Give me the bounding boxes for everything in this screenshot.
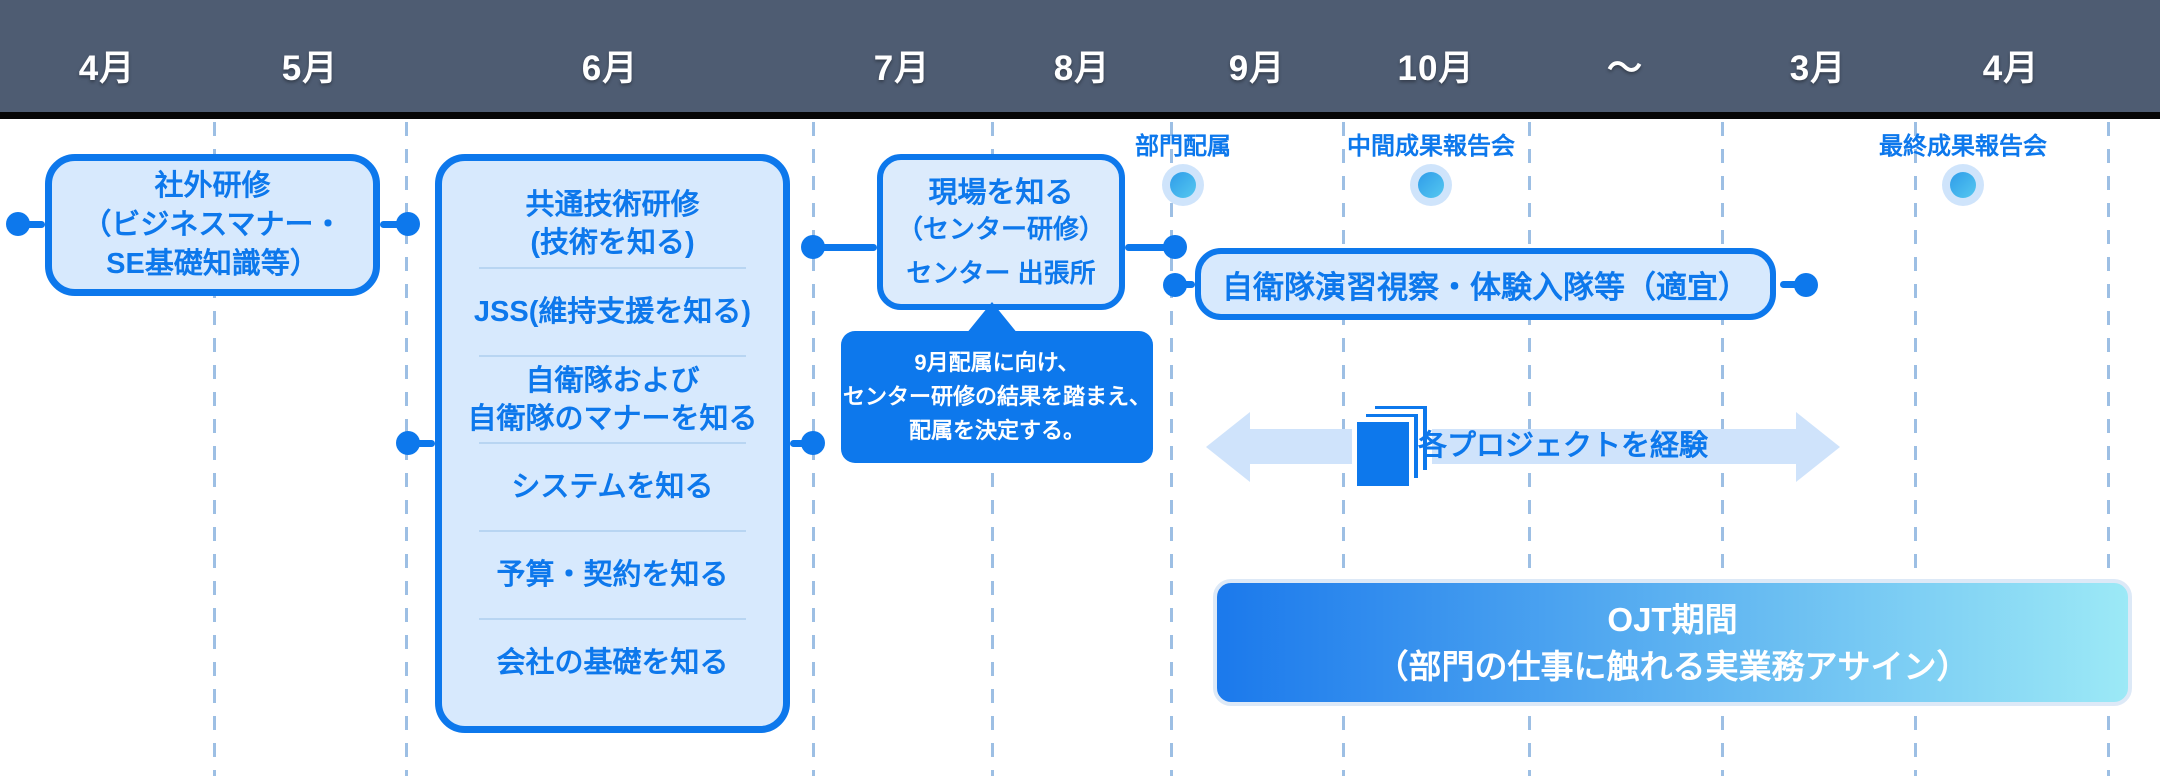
connector-dot — [801, 235, 825, 259]
june-item-company-basics: 会社の基礎を知る — [496, 647, 729, 680]
month-gridline — [1170, 122, 1173, 776]
timeline-header: 4月 5月 6月 7月 8月 9月 10月 ～ 3月 4月 — [0, 0, 2160, 112]
external-training-line: （ビジネスマナー・ — [82, 208, 343, 241]
ojt-period-box: OJT期間 （部門の仕事に触れる実業務アサイン） — [1213, 579, 2132, 706]
item-divider — [479, 530, 746, 533]
project-arrow-label: 各プロジェクトを経験 — [1417, 430, 1709, 462]
june-item-jsdf-manner: 自衛隊および 自衛隊のマナーを知る — [467, 364, 758, 435]
month-gridline — [213, 122, 216, 776]
month-gridline — [1914, 122, 1917, 776]
june-item-budget: 予算・契約を知る — [496, 559, 729, 592]
connector-dot — [396, 431, 420, 455]
arrow-right-head — [1796, 412, 1840, 482]
header-divider — [0, 112, 2160, 119]
month-label-may: 5月 — [281, 49, 339, 88]
connector-line — [813, 244, 877, 251]
connector-dot — [6, 212, 30, 236]
connector-line — [1780, 281, 1806, 288]
milestone-marker-icon — [1942, 164, 1984, 206]
month-label-apr: 4月 — [78, 49, 136, 88]
connector-line — [1125, 244, 1175, 251]
month-label-jul: 7月 — [873, 49, 931, 88]
item-divider — [479, 354, 746, 357]
milestone-final-report: 最終成果報告会 — [1879, 134, 2047, 206]
june-item-common-tech: 共通技術研修 (技術を知る) — [525, 188, 700, 259]
project-arrow-band — [1248, 429, 1798, 464]
month-label-oct: 10月 — [1397, 49, 1475, 88]
field-training-title: 現場を知る — [928, 176, 1074, 209]
field-training-box: 現場を知る （センター研修） センター 出張所 — [877, 154, 1125, 310]
connector-dot — [801, 431, 825, 455]
month-label-mar: 3月 — [1789, 49, 1847, 88]
external-training-line: SE基礎知識等） — [106, 247, 319, 280]
field-training-location: センター 出張所 — [906, 257, 1096, 288]
june-training-box: 共通技術研修 (技術を知る) JSS(維持支援を知る) 自衛隊および 自衛隊のマ… — [435, 154, 790, 733]
month-label-jun: 6月 — [581, 49, 639, 88]
month-label-tilde: ～ — [1606, 49, 1644, 88]
milestone-marker-icon — [1410, 164, 1452, 206]
field-training-subtitle: （センター研修） — [896, 213, 1105, 244]
jsdf-visit-box: 自衛隊演習視察・体験入隊等（適宜） — [1195, 248, 1776, 320]
external-training-box: 社外研修 （ビジネスマナー・ SE基礎知識等） — [45, 154, 380, 296]
milestone-interim-report: 中間成果報告会 — [1347, 134, 1515, 206]
milestone-department-assignment: 部門配属 — [1135, 134, 1231, 206]
connector-dot — [396, 212, 420, 236]
item-divider — [479, 266, 746, 269]
connector-line — [408, 440, 435, 447]
month-label-apr2: 4月 — [1982, 49, 2040, 88]
item-divider — [479, 442, 746, 445]
june-item-jss: JSS(維持支援を知る) — [473, 295, 752, 328]
connector-dot — [1163, 235, 1187, 259]
month-label-sep: 9月 — [1228, 49, 1286, 88]
month-gridline — [2107, 122, 2110, 776]
connector-line — [380, 221, 408, 228]
arrow-left-head — [1206, 412, 1250, 482]
external-training-line: 社外研修 — [154, 169, 271, 202]
month-label-aug: 8月 — [1053, 49, 1111, 88]
milestone-marker-icon — [1162, 164, 1204, 206]
assignment-callout: 9月配属に向け、 センター研修の結果を踏まえ、 配属を決定する。 — [841, 331, 1153, 463]
connector-line — [18, 221, 45, 228]
june-item-system: システムを知る — [511, 471, 714, 504]
callout-pointer-triangle — [966, 302, 1018, 334]
documents-stack-icon — [1352, 417, 1414, 491]
connector-dot — [1794, 273, 1818, 297]
item-divider — [479, 618, 746, 621]
connector-dot — [1163, 273, 1187, 297]
